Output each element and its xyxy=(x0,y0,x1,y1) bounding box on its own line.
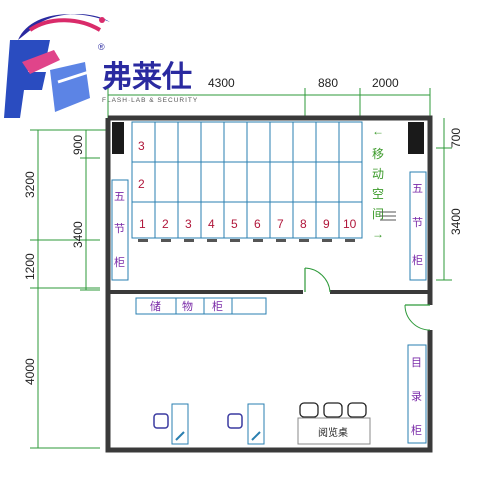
shelf-number: 2 xyxy=(162,217,169,231)
desk-left xyxy=(153,403,189,445)
outer-walls xyxy=(105,115,433,453)
dim-inner-900: 900 xyxy=(71,135,85,155)
dim-left-1200: 1200 xyxy=(23,253,37,280)
dim-left-3200: 3200 xyxy=(23,171,37,198)
cabinet-label: 节 xyxy=(114,222,125,235)
arrow-left-icon: ← xyxy=(372,124,384,138)
shelf-row-label: 3 xyxy=(138,139,145,153)
cabinet-label: 节 xyxy=(412,216,423,229)
compact-shelves xyxy=(131,121,363,239)
shelf-number: 10 xyxy=(343,217,357,231)
five-section-cabinet-right: 五 节 柜 xyxy=(409,171,427,281)
interior-door[interactable] xyxy=(304,267,331,293)
exterior-door[interactable] xyxy=(404,304,431,331)
catalog-label: 柜 xyxy=(411,424,422,437)
right-dimension-lines xyxy=(436,118,452,281)
registered-mark: ® xyxy=(98,42,105,52)
cabinet-label: 五 xyxy=(114,191,125,203)
dim-top-2000: 2000 xyxy=(372,76,399,90)
dim-left-4000: 4000 xyxy=(23,358,37,385)
mobile-space-char: 间 xyxy=(372,207,384,221)
dim-top-4300: 4300 xyxy=(208,76,235,90)
column-block-right xyxy=(408,122,424,154)
brand-name: 弗莱仕 xyxy=(102,60,192,95)
shelf-number: 5 xyxy=(231,217,238,231)
catalog-cabinet: 目 录 柜 xyxy=(407,344,427,444)
storage-label: 储 xyxy=(150,299,161,313)
reading-table-label: 阅览桌 xyxy=(318,426,348,439)
mobile-space-char: 空 xyxy=(372,187,384,201)
column-block-left xyxy=(112,122,124,154)
shelf-number: 7 xyxy=(277,217,284,231)
dim-inner-3400: 3400 xyxy=(71,221,85,248)
shelf-number: 4 xyxy=(208,217,215,231)
catalog-label: 录 xyxy=(411,390,422,403)
storage-label: 物 xyxy=(182,299,193,313)
company-logo: 弗莱仕 ® FLASH·LAB & SECURITY xyxy=(4,14,198,118)
mobile-space-area: ← 移 动 空 间 → xyxy=(372,124,396,241)
shelf-number: 8 xyxy=(300,217,307,231)
five-section-cabinet-left: 五 节 柜 xyxy=(111,179,129,281)
storage-cabinet: 储 物 柜 xyxy=(135,297,267,315)
top-dimension-lines xyxy=(107,88,431,118)
dim-right-700: 700 xyxy=(449,128,463,148)
shelf-number: 9 xyxy=(323,217,330,231)
shelf-handles xyxy=(138,239,355,242)
brand-tagline: FLASH·LAB & SECURITY xyxy=(102,97,198,104)
shelf-row-label: 2 xyxy=(138,177,145,191)
mobile-space-char: 动 xyxy=(372,167,384,181)
mobile-space-char: 移 xyxy=(372,147,384,161)
cabinet-label: 五 xyxy=(412,183,423,195)
storage-label: 柜 xyxy=(212,300,223,313)
arrow-right-icon: → xyxy=(372,227,384,241)
cabinet-label: 柜 xyxy=(412,254,423,267)
dim-right-3400: 3400 xyxy=(449,208,463,235)
desk-right xyxy=(227,403,265,445)
shelf-number: 6 xyxy=(254,217,261,231)
reading-table: 阅览桌 xyxy=(297,402,371,445)
dim-top-880: 880 xyxy=(318,76,338,90)
shelf-number: 3 xyxy=(185,217,192,231)
catalog-label: 目 xyxy=(411,357,422,369)
left-dimension-lines xyxy=(30,129,108,449)
shelf-number: 1 xyxy=(139,217,146,231)
cabinet-label: 柜 xyxy=(114,256,125,269)
